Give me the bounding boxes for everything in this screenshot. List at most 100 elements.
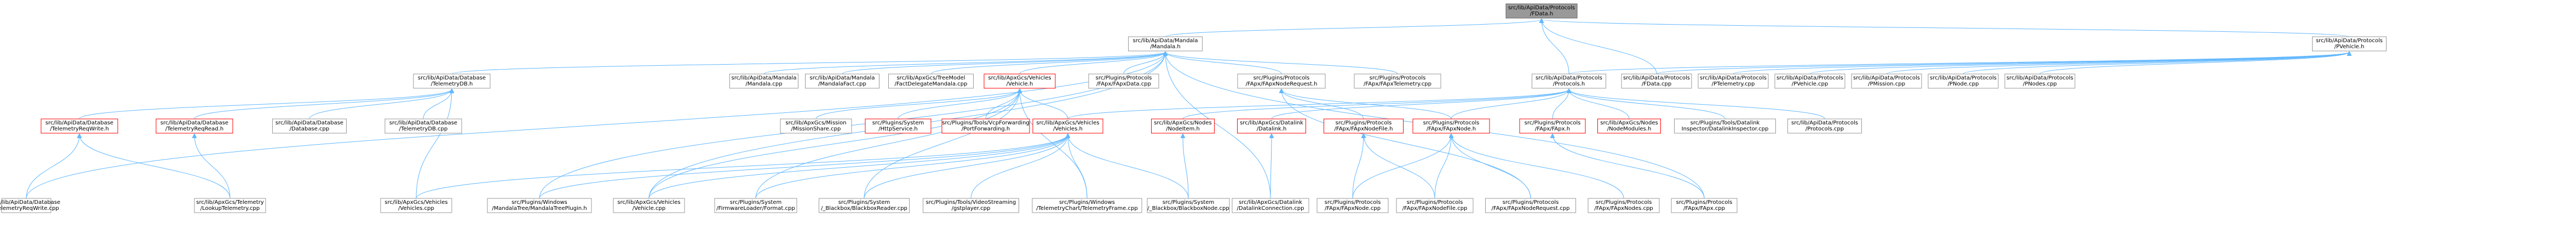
node-blackboxreader-cpp[interactable]: src/Plugins/System/_Blackbox/BlackboxRea… bbox=[819, 198, 910, 213]
node-datalinkinspector-cpp[interactable]: src/Plugins/Tools/DatalinkInspector/Data… bbox=[1674, 118, 1776, 134]
node-telemetryreqwrite-cpp[interactable]: src/lib/ApiData/Database/TelemetryReqWri… bbox=[0, 198, 60, 213]
node-missionshare-cpp[interactable]: src/lib/ApxGcs/Mission/MissionShare.cpp bbox=[780, 118, 852, 134]
node-telemetryreqread-h[interactable]: src/lib/ApiData/Database/TelemetryReqRea… bbox=[156, 118, 233, 134]
node-portforwarding-h[interactable]: src/Plugins/Tools/VcpForwarding/PortForw… bbox=[941, 118, 1030, 134]
node-fapx-h[interactable]: src/Plugins/Protocols/FApx/FApx.h bbox=[1519, 118, 1586, 134]
node-pvehicle-cpp[interactable]: src/lib/ApiData/Protocols/PVehicle.cpp bbox=[1774, 73, 1845, 89]
node-box bbox=[1237, 118, 1306, 134]
node-fapxnodefile-cpp[interactable]: src/Plugins/Protocols/FApx/FApxNodeFile.… bbox=[1396, 198, 1474, 213]
node-vehicles-cpp[interactable]: src/lib/ApxGcs/Vehicles/Vehicles.cpp bbox=[380, 198, 452, 213]
node-telemetrydb-h[interactable]: src/lib/ApiData/Database/TelemetryDB.h bbox=[413, 73, 491, 89]
node-path-line: src/lib/ApiData/Protocols bbox=[1776, 75, 1843, 81]
edge-fapxnode_h-to-fapxnode_cpp bbox=[1352, 134, 1451, 199]
node-database-cpp[interactable]: src/lib/ApiData/Database/Database.cpp bbox=[272, 118, 347, 134]
node-vehicles-h[interactable]: src/lib/ApxGcs/Vehicles/Vehicles.h bbox=[1032, 118, 1103, 134]
node-file-line: /Mandala.h bbox=[1150, 44, 1180, 50]
node-path-line: src/lib/ApiData/Protocols bbox=[1508, 5, 1575, 11]
node-mandala-h[interactable]: src/lib/ApiData/Mandala/Mandala.h bbox=[1128, 36, 1203, 52]
node-box bbox=[1674, 118, 1776, 134]
edge-mandala_h-to-fapxnoderequest_h bbox=[1165, 52, 1282, 75]
node-fapxnoderequest-h[interactable]: src/Plugins/Protocols/FApx/FApxNodeReque… bbox=[1237, 73, 1326, 89]
node-fapxnodefile-h[interactable]: src/Plugins/Protocols/FApx/FApxNodeFile.… bbox=[1324, 118, 1404, 134]
node-fapxnode-cpp[interactable]: src/Plugins/Protocols/FApx/FApxNode.cpp bbox=[1316, 198, 1389, 213]
edge-telemetrydb_h-to-telemetryreqwrite_h bbox=[79, 89, 452, 119]
node-nodemodules-h[interactable]: src/lib/ApxGcs/Nodes/NodeModules.h bbox=[1597, 118, 1661, 134]
edge-mandala_h-to-telemetrydb_h bbox=[451, 52, 1165, 75]
node-lookuptelemetry-cpp[interactable]: src/lib/ApxGcs/Telemetry/LookupTelemetry… bbox=[194, 198, 266, 213]
node-box bbox=[194, 198, 266, 213]
node-protocols-h[interactable]: src/lib/ApiData/Protocols/Protocols.h bbox=[1532, 73, 1606, 89]
node-path-line: src/lib/ApxGcs/Datalink bbox=[1240, 120, 1303, 126]
node-path-line: src/lib/ApiData/Protocols bbox=[1536, 75, 1602, 81]
edge-fapxnodefile_h-to-fapxnode_cpp bbox=[1352, 134, 1364, 199]
node-path-line: src/lib/ApiData/Database bbox=[160, 120, 228, 126]
node-path-line: src/Plugins/Tools/VcpForwarding bbox=[942, 120, 1030, 126]
node-path-line: src/lib/ApxGcs/Datalink bbox=[1239, 200, 1302, 206]
node-httpservice-h[interactable]: src/Plugins/System/HttpService.h bbox=[865, 118, 932, 134]
node-file-line: /FApx/FApxNodeRequest.cpp bbox=[1492, 206, 1570, 212]
node-nodeitem-h[interactable]: src/lib/ApxGcs/Nodes/NodeItem.h bbox=[1151, 118, 1215, 134]
node-file-line: /FactDelegateMandala.cpp bbox=[895, 81, 968, 87]
node-file-line: /TelemetryReqWrite.cpp bbox=[0, 206, 59, 212]
edge-root-to-fdata_cpp bbox=[1542, 19, 1657, 75]
node-vehicle-h[interactable]: src/lib/ApxGcs/Vehicles/Vehicle.h bbox=[984, 73, 1056, 89]
node-box bbox=[1151, 118, 1215, 134]
edge-mandala_h-to-fapxtelemetry_cpp bbox=[1165, 52, 1398, 75]
node-file-line: /FApx/FApx.cpp bbox=[1683, 206, 1725, 212]
edge-protocols_h-to-protocols_cpp bbox=[1569, 89, 1825, 119]
node-telemetryframe-cpp[interactable]: src/Plugins/Windows/TelemetryChart/Telem… bbox=[1032, 198, 1142, 213]
node-blackboxnode-cpp[interactable]: src/Plugins/System/_Blackbox/BlackboxNod… bbox=[1147, 198, 1230, 213]
node-mandala-cpp[interactable]: src/lib/ApiData/Mandala/Mandala.cpp bbox=[729, 73, 798, 89]
node-ptelemetry-cpp[interactable]: src/lib/ApiData/Protocols/PTelemetry.cpp bbox=[1698, 73, 1769, 89]
node-file-line: /MissionShare.cpp bbox=[791, 126, 841, 132]
node-path-line: src/lib/ApiData/Database bbox=[275, 120, 343, 126]
node-box bbox=[1588, 198, 1660, 213]
node-fdata-cpp[interactable]: src/lib/ApiData/Protocols/FData.cpp bbox=[1621, 73, 1692, 89]
node-telemetryreqwrite-h[interactable]: src/lib/ApiData/Database/TelemetryReqWri… bbox=[41, 118, 118, 134]
edge-mandala_h-to-mandala_cpp bbox=[763, 52, 1165, 75]
node-pnode-cpp[interactable]: src/lib/ApiData/Protocols/PNode.cpp bbox=[1928, 73, 1999, 89]
edge-vehicles_h-to-vehicle_cpp bbox=[648, 134, 1068, 199]
edge-pvehicle_h-to-pmission_cpp bbox=[1886, 52, 2349, 75]
node-path-line: src/Plugins/Protocols bbox=[1096, 75, 1152, 81]
node-datalinkconnection-cpp[interactable]: src/lib/ApxGcs/Datalink/DatalinkConnecti… bbox=[1232, 198, 1309, 213]
node-box bbox=[984, 73, 1056, 89]
node-fapxdata-cpp[interactable]: src/Plugins/Protocols/FApx/FApxData.cpp bbox=[1088, 73, 1159, 89]
edge-vehicles_h-to-telemetryframe_cpp bbox=[1068, 134, 1088, 199]
node-gstplayer-cpp[interactable]: src/Plugins/Tools/VideoStreaming/gstplay… bbox=[923, 198, 1019, 213]
node-fapx-cpp[interactable]: src/Plugins/Protocols/FApx/FApx.cpp bbox=[1671, 198, 1738, 213]
node-file-line: /gstplayer.cpp bbox=[952, 206, 991, 212]
node-file-line: /NodeItem.h bbox=[1166, 126, 1200, 132]
node-path-line: src/lib/ApiData/Protocols bbox=[2316, 38, 2383, 44]
node-path-line: src/Plugins/System bbox=[1163, 200, 1214, 206]
node-fapxnodes-cpp[interactable]: src/Plugins/Protocols/FApx/FApxNodes.cpp bbox=[1588, 198, 1660, 213]
node-file-line: /NodeModules.h bbox=[1607, 126, 1652, 132]
node-file-line: /Vehicles.h bbox=[1053, 126, 1083, 132]
node-pvehicle-h[interactable]: src/lib/ApiData/Protocols/PVehicle.h bbox=[2312, 36, 2387, 52]
node-firmwareloader-cpp[interactable]: src/Plugins/System/FirmwareLoader/Format… bbox=[714, 198, 797, 213]
node-datalink-h[interactable]: src/lib/ApxGcs/Datalink/Datalink.h bbox=[1237, 118, 1306, 134]
node-path-line: src/lib/ApxGcs/Telemetry bbox=[196, 200, 264, 206]
node-pmission-cpp[interactable]: src/lib/ApiData/Protocols/PMission.cpp bbox=[1851, 73, 1922, 89]
node-fapxtelemetry-cpp[interactable]: src/Plugins/Protocols/FApx/FApxTelemetry… bbox=[1354, 73, 1441, 89]
node-mandalafact-cpp[interactable]: src/lib/ApiData/Mandala/MandalaFact.cpp bbox=[805, 73, 879, 89]
node-fapxnode-h[interactable]: src/Plugins/Protocols/FApx/FApxNode.h bbox=[1412, 118, 1490, 134]
node-pnodes-cpp[interactable]: src/lib/ApiData/Protocols/PNodes.cpp bbox=[2004, 73, 2075, 89]
node-file-line: /PTelemetry.cpp bbox=[1712, 81, 1755, 87]
node-path-line: src/Plugins/Protocols bbox=[1423, 120, 1480, 126]
edge-pvehicle_h-to-fdata_cpp bbox=[1656, 52, 2349, 75]
node-vehicle-cpp[interactable]: src/lib/ApxGcs/Vehicles/Vehicle.cpp bbox=[613, 198, 685, 213]
node-mandalatree-cpp[interactable]: src/Plugins/Windows/MandalaTree/MandalaT… bbox=[487, 198, 592, 213]
node-fapxnoderequest-cpp[interactable]: src/Plugins/Protocols/FApx/FApxNodeReque… bbox=[1485, 198, 1576, 213]
node-box bbox=[1787, 118, 1862, 134]
node-path-line: src/lib/ApiData/Protocols bbox=[1930, 75, 1997, 81]
node-box bbox=[1354, 73, 1441, 89]
node-path-line: src/Plugins/Protocols bbox=[1503, 200, 1559, 206]
edge-root-to-pvehicle_h bbox=[1542, 19, 2350, 37]
edge-telemetryreqwrite_h-to-lookuptelemetry_cpp bbox=[79, 134, 231, 199]
node-protocols-cpp[interactable]: src/lib/ApiData/Protocols/Protocols.cpp bbox=[1787, 118, 1862, 134]
edge-protocols_h-to-nodeitem_h bbox=[1182, 89, 1569, 119]
node-telemetrydb-cpp[interactable]: src/lib/ApiData/Database/TelemetryDB.cpp bbox=[384, 118, 462, 134]
node-box bbox=[380, 198, 452, 213]
node-factdelegate-cpp[interactable]: src/lib/ApxGcs/TreeModel/FactDelegateMan… bbox=[888, 73, 974, 89]
